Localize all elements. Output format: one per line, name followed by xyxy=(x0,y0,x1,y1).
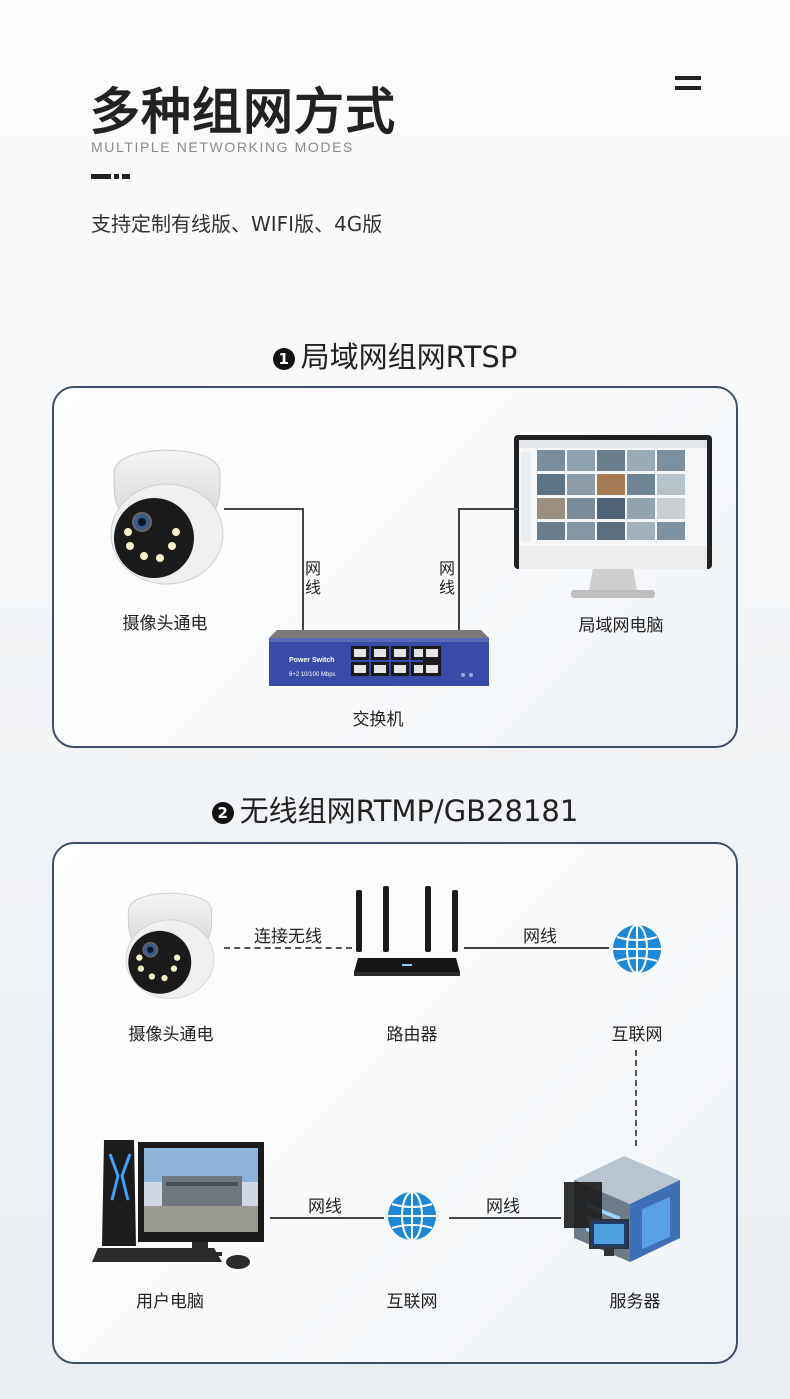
server-label: 服务器 xyxy=(609,1292,661,1312)
internet-globe-icon xyxy=(388,1191,436,1241)
server-icon xyxy=(564,1156,680,1262)
title-underline xyxy=(91,174,111,179)
internet-top-label: 互联网 xyxy=(611,1025,663,1045)
router-internet-cable-label: 网线 xyxy=(523,927,557,947)
lan-pc-monitor-icon xyxy=(514,435,712,598)
section2-number: 2 xyxy=(211,802,234,824)
cable-camera-v xyxy=(302,508,304,632)
description: 支持定制有线版、WIFI版、4G版 xyxy=(91,212,383,236)
switch-spec-text: 8+2 10/100 Mbps xyxy=(289,672,336,678)
page-title: 多种组网方式 xyxy=(90,83,396,141)
switch-brand-text: Power Switch xyxy=(289,657,335,664)
internet-server-link xyxy=(635,1050,637,1146)
dome-camera-icon xyxy=(125,892,215,999)
pc-internet-cable-label: 网线 xyxy=(308,1197,342,1217)
switch-label: 交换机 xyxy=(352,710,404,730)
camera2-label: 摄像头通电 xyxy=(128,1025,214,1045)
wireless-link-label: 连接无线 xyxy=(254,927,322,947)
dome-camera-icon xyxy=(110,449,224,585)
router-label: 路由器 xyxy=(386,1025,438,1045)
cable-pc-v xyxy=(458,508,460,632)
router-icon xyxy=(354,886,460,976)
pc-internet-cable xyxy=(270,1217,384,1219)
section2-title-text: 无线组网RTMP/GB28181 xyxy=(239,794,579,828)
section1-title-text: 局域网组网RTSP xyxy=(300,340,518,374)
cable-label-right: 网线 xyxy=(438,559,455,597)
page-subtitle: MULTIPLE NETWORKING MODES xyxy=(91,139,354,155)
title-underline-dot xyxy=(122,174,130,179)
router-internet-cable xyxy=(464,947,609,949)
menu-icon[interactable] xyxy=(675,76,701,96)
wireless-link-line xyxy=(224,947,352,949)
lan-pc-label: 局域网电脑 xyxy=(578,616,664,636)
cable-camera-h xyxy=(224,508,303,510)
camera1-label: 摄像头通电 xyxy=(122,614,208,634)
wireless-network-panel xyxy=(52,842,738,1364)
cable-pc-h xyxy=(458,508,518,510)
internet-bottom-label: 互联网 xyxy=(386,1292,438,1312)
user-pc-icon xyxy=(92,1140,264,1269)
internet-server-cable xyxy=(449,1217,561,1219)
internet-server-cable-label: 网线 xyxy=(486,1197,520,1217)
internet-globe-icon xyxy=(613,924,661,974)
network-switch-icon: Power Switch 8+2 10/100 Mbps xyxy=(267,630,491,688)
title-underline-dot xyxy=(114,174,119,179)
user-pc-label: 用户电脑 xyxy=(136,1292,204,1312)
cable-label-left: 网线 xyxy=(304,559,321,597)
section1-number: 1 xyxy=(272,348,295,370)
